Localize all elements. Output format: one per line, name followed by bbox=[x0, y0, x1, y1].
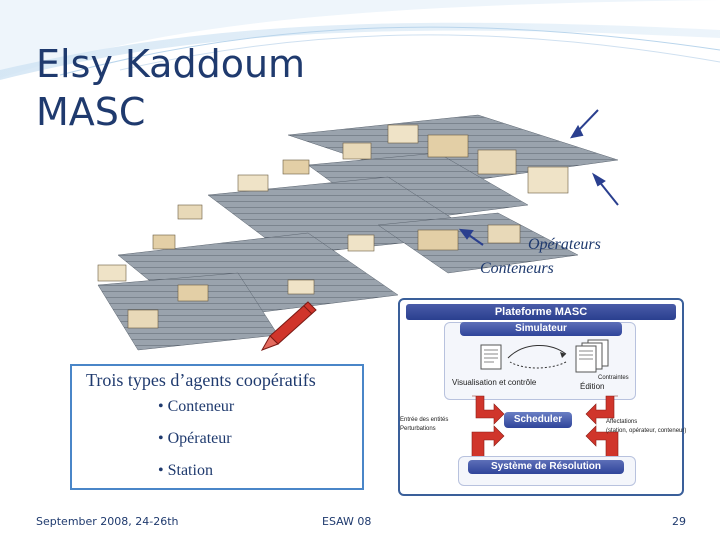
factory-layout-illustration bbox=[97, 109, 619, 351]
red-flow-arrows bbox=[471, 395, 619, 463]
plateforme-masc-header: Plateforme MASC bbox=[406, 304, 676, 320]
operateurs-label: Opérateurs bbox=[528, 236, 601, 253]
conteneurs-label: Conteneurs bbox=[480, 260, 554, 277]
footer-venue: ESAW 08 bbox=[322, 515, 372, 528]
footer-date: September 2008, 24-26th bbox=[36, 515, 179, 528]
page-number: 29 bbox=[672, 515, 686, 528]
edition-label: Édition bbox=[580, 382, 605, 391]
visualisation-label: Visualisation et contrôle bbox=[452, 378, 537, 387]
agent-types-title: Trois types d’agents coopératifs bbox=[86, 370, 316, 390]
agent-types-box: Trois types d’agents coopératifs • Conte… bbox=[70, 364, 364, 490]
cycle-arrows-icon bbox=[507, 344, 567, 369]
systeme-resolution-label: Système de Résolution bbox=[468, 460, 624, 474]
slide-title: Elsy Kaddoum MASC bbox=[36, 40, 305, 136]
agent-item-label: Opérateur bbox=[167, 430, 232, 447]
background-swoosh bbox=[0, 0, 720, 80]
agent-item-operateur: • Opérateur bbox=[158, 430, 232, 447]
agent-item-conteneur: • Conteneur bbox=[158, 398, 235, 415]
title-line-1: Elsy Kaddoum bbox=[36, 42, 306, 86]
entrees-label: Entrée des entités Perturbations bbox=[400, 417, 449, 432]
document-stack-icon bbox=[575, 339, 609, 373]
masc-platform-panel: Plateforme MASC Simulateur Visualisation… bbox=[398, 298, 687, 496]
agent-item-label: Conteneur bbox=[167, 398, 235, 415]
simulateur-label: Simulateur bbox=[460, 322, 622, 336]
red-pencil-arrow-icon bbox=[260, 301, 317, 351]
title-line-2: MASC bbox=[36, 90, 146, 134]
scheduler-button: Scheduler bbox=[504, 412, 572, 428]
affectations-label: Affectations (station, opérateur, conten… bbox=[606, 419, 687, 434]
agent-item-station: • Station bbox=[158, 462, 213, 479]
agent-item-label: Station bbox=[167, 462, 213, 479]
document-icon bbox=[480, 344, 502, 370]
contraintes-label: Contraintes bbox=[598, 375, 629, 381]
